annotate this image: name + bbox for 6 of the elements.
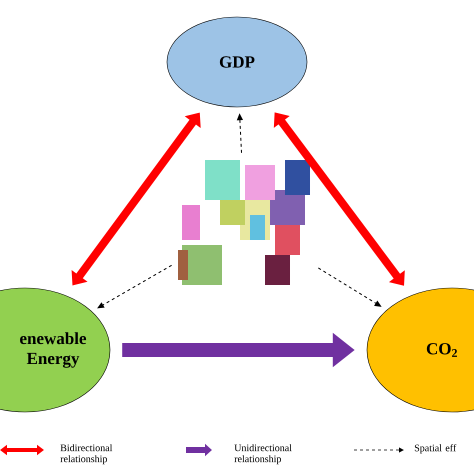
legend-label: Bidirectional relationship bbox=[60, 444, 112, 464]
ellipse-node: CO$_{2}$ bbox=[366, 288, 474, 412]
ellipse-node: GDP bbox=[166, 16, 308, 108]
picture bbox=[178, 160, 310, 285]
legend-label: Unidirectional relationship bbox=[234, 444, 292, 464]
legend-label: Spatial eff bbox=[414, 444, 456, 454]
